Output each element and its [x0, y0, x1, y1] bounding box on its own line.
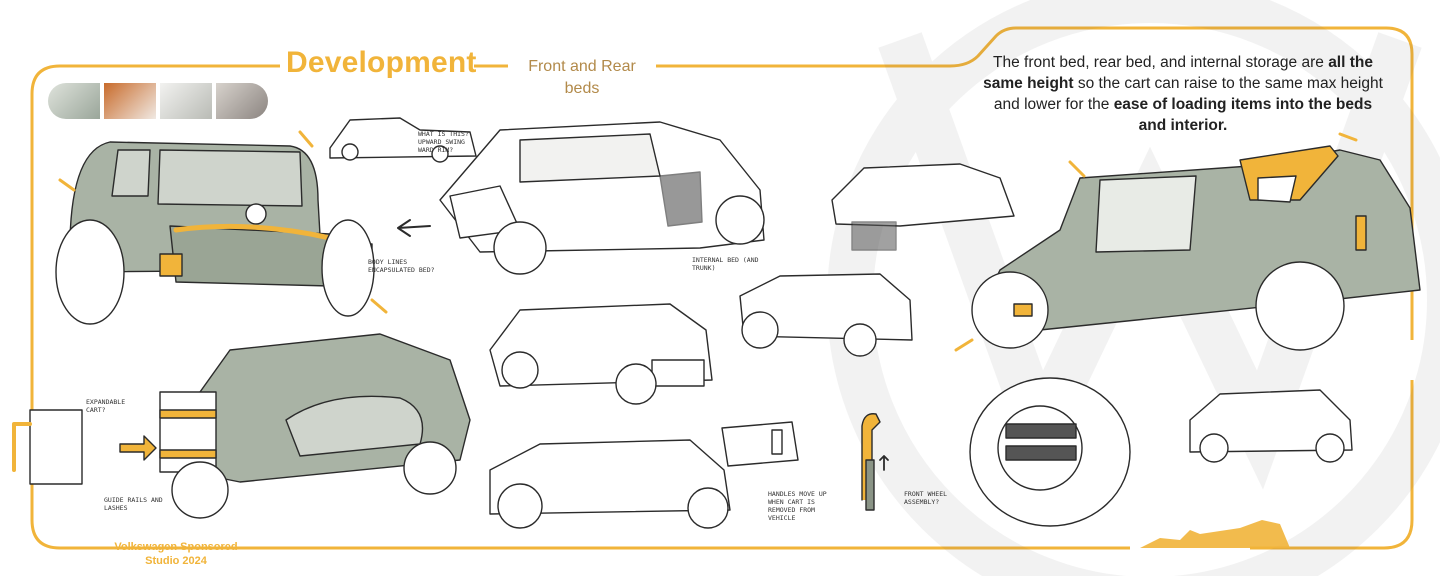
footer-line2: Studio 2024 — [145, 555, 207, 567]
material-swatches — [48, 83, 268, 119]
description-part1: The front bed, rear bed, and internal st… — [993, 54, 1329, 71]
swatch-orange — [104, 83, 156, 119]
sketch-rear-view — [55, 130, 388, 325]
description-bold2: ease of loading items into the beds and … — [1113, 96, 1373, 134]
swatch-sage — [48, 83, 100, 119]
sketch-wheel-detail — [969, 377, 1131, 527]
sketch-front-bed — [397, 121, 765, 275]
sketch-small-right — [1189, 389, 1353, 463]
sketch-cart-detail — [721, 413, 889, 511]
description-bold1: all the same height — [983, 54, 1373, 92]
sketch-side-view — [954, 132, 1421, 352]
sketch-rear-bed — [12, 333, 471, 519]
sketch-mid-1 — [739, 273, 913, 357]
note-expandable-cart: Expandable cart? — [86, 398, 126, 414]
note-handles: Handles move up when cart is removed fro… — [768, 490, 827, 522]
footer-line1: Volkswagen Sponsored — [114, 541, 238, 553]
page-subtitle: Front and Rear beds — [528, 58, 636, 97]
swatch-texture — [216, 83, 268, 119]
note-internal-bed: Internal bed (and trunk) — [692, 256, 759, 272]
note-top: What is this? Upward swing ward rim? — [418, 130, 469, 154]
description-part2: so the cart can raise to the same max he… — [993, 75, 1383, 113]
note-body-lines: Body lines encapsulated bed? — [368, 258, 435, 274]
swatch-grey — [160, 83, 212, 119]
footer-credit: Volkswagen Sponsored Studio 2024 — [96, 540, 256, 568]
sketch-front-storage — [831, 163, 1015, 251]
note-guide-rails: Guide rails and lashes — [104, 496, 163, 512]
sketch-mid-2 — [489, 303, 713, 405]
note-front-wheel: Front wheel assembly? — [904, 490, 948, 506]
page-title: Development — [286, 46, 477, 79]
sketch-small-top — [329, 117, 477, 163]
sketch-bottom-side — [489, 439, 731, 529]
description-text: The front bed, rear bed, and internal st… — [980, 52, 1386, 136]
